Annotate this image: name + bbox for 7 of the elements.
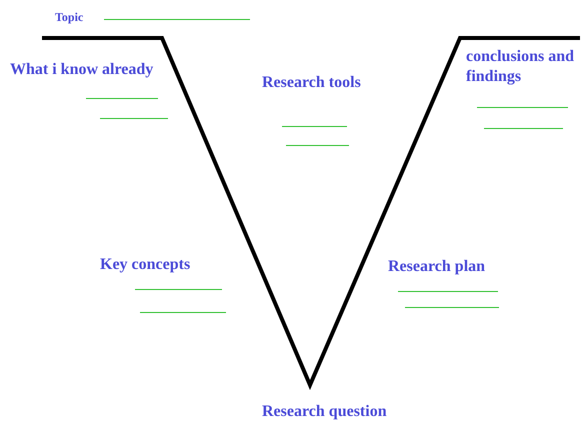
section-heading: Research question: [262, 402, 387, 422]
section-heading: Key concepts: [100, 255, 190, 275]
section-heading: Research plan: [388, 257, 486, 277]
section-heading: Research tools: [262, 73, 361, 93]
section-heading: What i know already: [10, 60, 154, 80]
section-heading: conclusions and findings: [466, 47, 576, 87]
section-heading: Topic: [55, 10, 84, 25]
